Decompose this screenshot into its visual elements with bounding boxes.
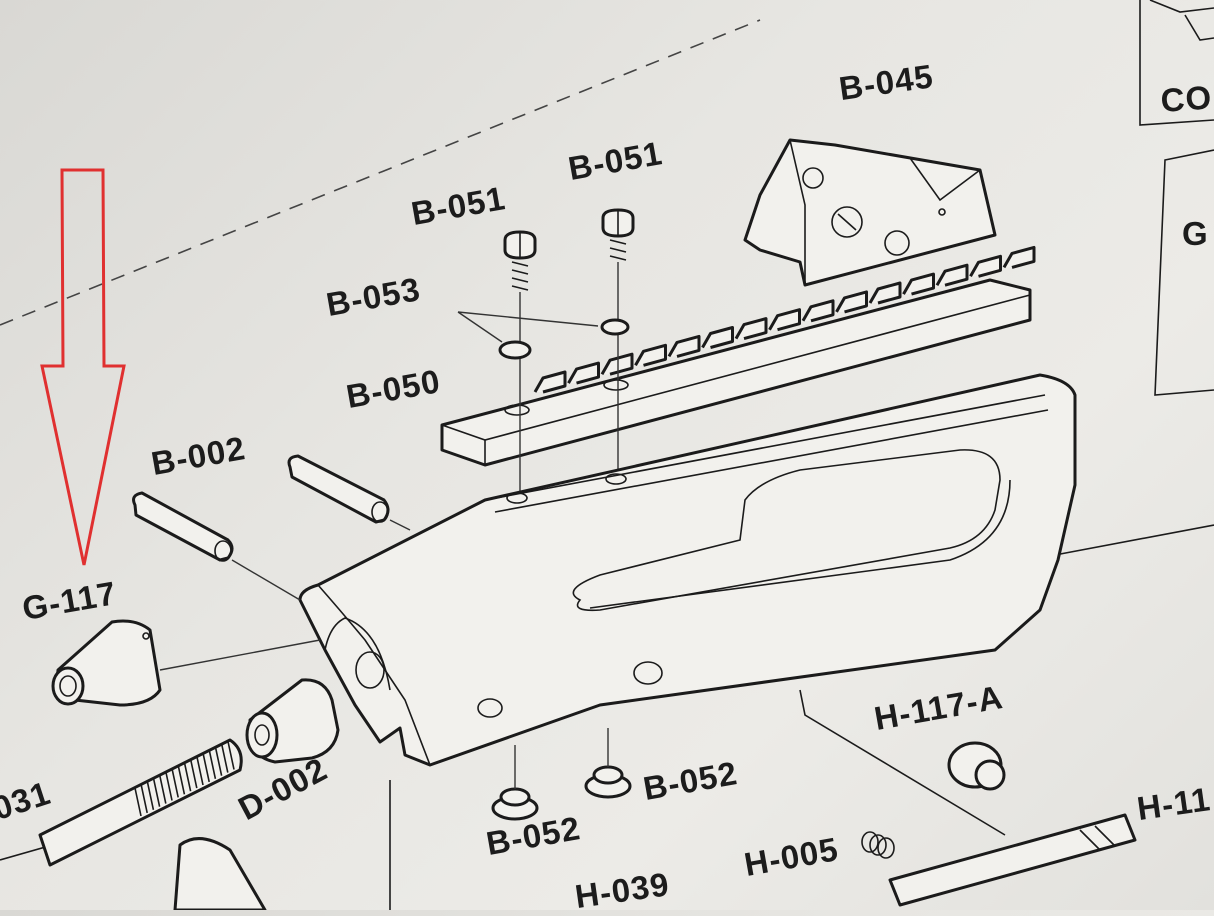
side-frame (1139, 0, 1214, 126)
nut-part (245, 678, 340, 764)
rail-part (440, 245, 1036, 467)
red-arrow-down-icon (40, 168, 126, 566)
screw-right-part (601, 208, 635, 480)
rear-sight-part (743, 138, 997, 287)
label-g: G (1182, 215, 1209, 252)
bottom-frame-line-2 (799, 689, 1006, 836)
threaded-rod-part (38, 738, 243, 867)
bushing-right-part (584, 728, 632, 799)
button-part (947, 741, 1006, 791)
screw-left-part (503, 230, 537, 500)
pin-right-part (287, 454, 411, 531)
spring-part (861, 831, 895, 859)
bottom-frame-line (1054, 524, 1214, 556)
washer-right-part (600, 318, 630, 336)
washer-left-part (498, 340, 532, 360)
logo-plate-part (173, 837, 267, 910)
label-co: CO (1159, 78, 1214, 120)
corner-part (1149, 0, 1214, 13)
pin-left-part (132, 491, 301, 601)
dashed-assembly-line (0, 19, 761, 326)
corner-part-2 (1184, 14, 1214, 41)
washer-leader (457, 311, 599, 343)
end-cap-part (51, 619, 321, 707)
slide-bar-part (888, 813, 1137, 907)
receiver-body-part (298, 373, 1077, 767)
bushing-left-part (491, 745, 539, 821)
side-box (1154, 149, 1214, 396)
